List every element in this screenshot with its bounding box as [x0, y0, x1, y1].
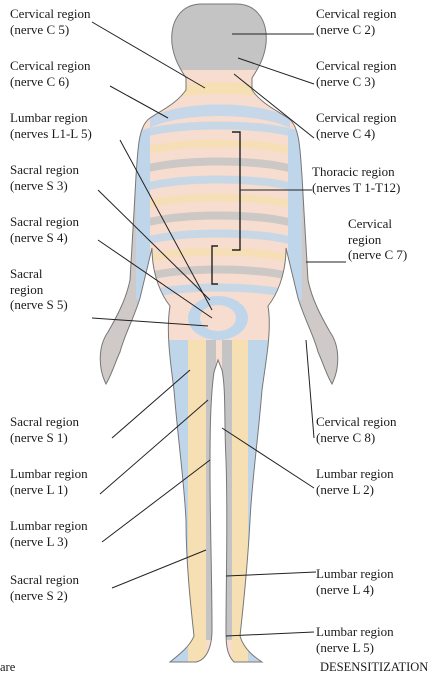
label-cervical-c5: Cervical region (nerve C 5)	[10, 6, 91, 37]
label-cervical-c8: Cervical region (nerve C 8)	[316, 414, 397, 445]
label-line: Cervical region	[10, 58, 91, 74]
arm-band-right	[288, 130, 302, 300]
label-line: (nerve C 5)	[10, 22, 91, 38]
label-line: (nerve L 1)	[10, 482, 88, 498]
label-line: (nerve C 8)	[316, 430, 397, 446]
label-line: Sacral region	[10, 214, 79, 230]
label-sacral-s4: Sacral region (nerve S 4)	[10, 214, 79, 245]
label-line: (nerve S 5)	[10, 297, 68, 313]
label-cervical-c7: Cervical region (nerve C 7)	[348, 216, 407, 263]
label-line: (nerve L 3)	[10, 534, 88, 550]
label-line: (nerve L 2)	[316, 482, 394, 498]
label-line: Cervical region	[316, 58, 397, 74]
label-lumbar-l2: Lumbar region (nerve L 2)	[316, 466, 394, 497]
label-line: region	[348, 232, 407, 248]
label-line: (nerve L 4)	[316, 582, 394, 598]
label-line: Sacral region	[10, 162, 79, 178]
leg-left-mid	[188, 340, 206, 670]
label-line: Lumbar region	[10, 466, 88, 482]
label-sacral-s2: Sacral region (nerve S 2)	[10, 572, 79, 603]
label-line: (nerve C 2)	[316, 22, 397, 38]
sacral-center-s5	[200, 305, 236, 331]
label-line: (nerve S 4)	[10, 230, 79, 246]
label-line: (nerve S 2)	[10, 588, 79, 604]
label-line: Lumbar region	[316, 566, 394, 582]
label-lumbar-l4: Lumbar region (nerve L 4)	[316, 566, 394, 597]
label-line: (nerve S 1)	[10, 430, 79, 446]
label-line: (nerve C 7)	[348, 247, 407, 263]
label-cervical-c4: Cervical region (nerve C 4)	[316, 110, 397, 141]
leg-left-inner	[206, 340, 216, 640]
label-line: (nerve C 6)	[10, 74, 91, 90]
label-sacral-s5: Sacral region (nerve S 5)	[10, 266, 68, 313]
label-sacral-s3: Sacral region (nerve S 3)	[10, 162, 79, 193]
label-line: Cervical region	[10, 6, 91, 22]
label-line: Cervical region	[316, 6, 397, 22]
leg-right-mid	[232, 340, 248, 670]
label-line: (nerve C 3)	[316, 74, 397, 90]
footer-right-text: DESENSITIZATION	[320, 660, 428, 674]
label-line: Lumbar region	[316, 624, 394, 640]
label-lumbar-l1: Lumbar region (nerve L 1)	[10, 466, 88, 497]
label-line: Lumbar region	[316, 466, 394, 482]
label-lumbar-l3: Lumbar region (nerve L 3)	[10, 518, 88, 549]
label-line: Sacral region	[10, 414, 79, 430]
label-line: (nerve C 4)	[316, 126, 397, 142]
label-line: (nerve L 5)	[316, 640, 394, 656]
label-sacral-s1: Sacral region (nerve S 1)	[10, 414, 79, 445]
leader-line	[306, 340, 314, 438]
label-line: (nerves L1-L 5)	[10, 126, 92, 142]
label-line: (nerve S 3)	[10, 178, 79, 194]
footer-left-text: are	[0, 660, 15, 674]
label-line: region	[10, 282, 68, 298]
label-cervical-c3: Cervical region (nerve C 3)	[316, 58, 397, 89]
label-line: Lumbar region	[10, 518, 88, 534]
label-line: Cervical region	[316, 414, 397, 430]
label-line: Cervical region	[316, 110, 397, 126]
label-line: Thoracic region	[312, 164, 400, 180]
label-lumbar-l1-l5: Lumbar region (nerves L1-L 5)	[10, 110, 92, 141]
label-thoracic-t1-t12: Thoracic region (nerves T 1-T12)	[312, 164, 400, 195]
label-line: Cervical	[348, 216, 407, 232]
label-line: Sacral	[10, 266, 68, 282]
label-lumbar-l5: Lumbar region (nerve L 5)	[316, 624, 394, 655]
leader-line	[110, 86, 168, 118]
label-line: Sacral region	[10, 572, 79, 588]
label-line: (nerves T 1-T12)	[312, 180, 400, 196]
label-cervical-c2: Cervical region (nerve C 2)	[316, 6, 397, 37]
label-line: Lumbar region	[10, 110, 92, 126]
label-cervical-c6: Cervical region (nerve C 6)	[10, 58, 91, 89]
